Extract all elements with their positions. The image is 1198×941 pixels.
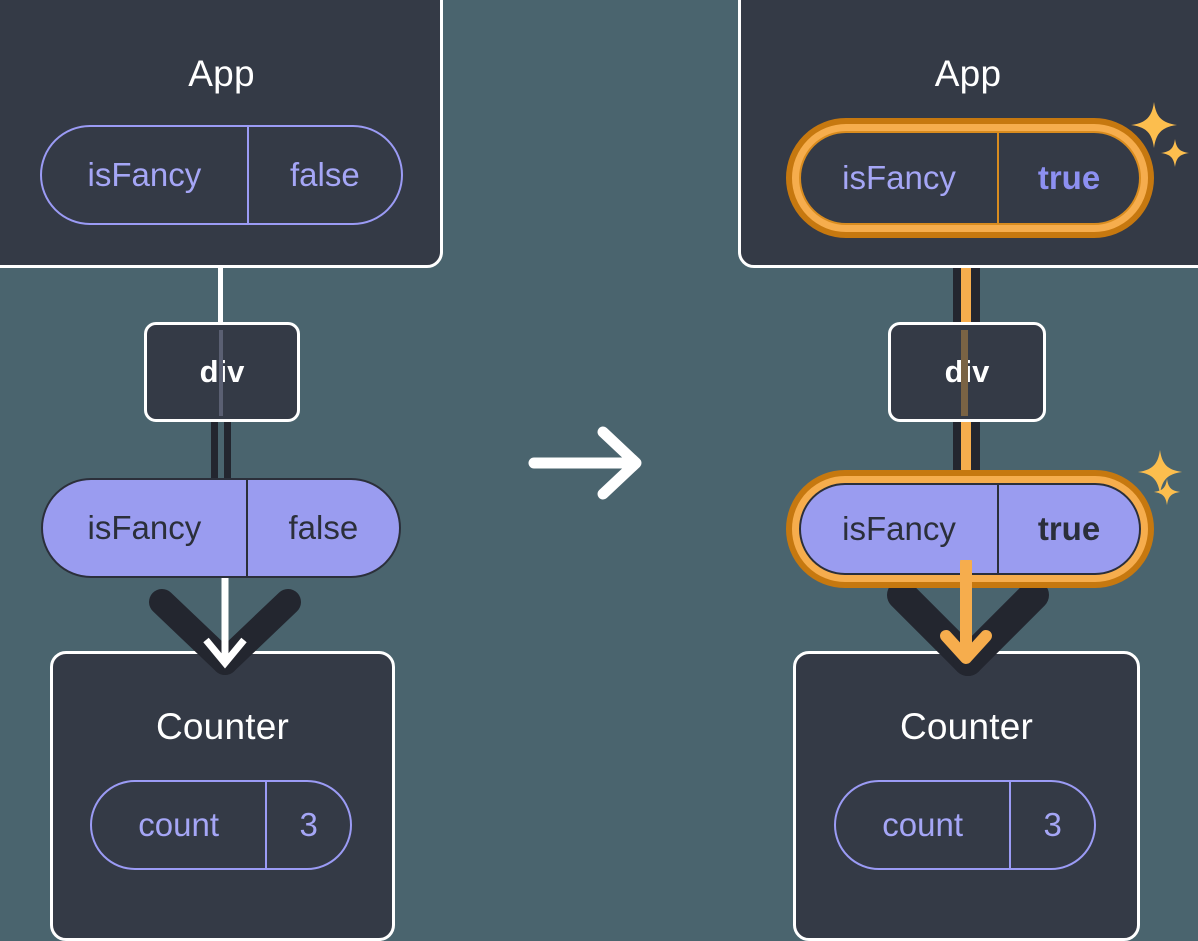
left-app-title: App — [188, 53, 255, 94]
left-counter-title: Counter — [155, 706, 290, 747]
left-counter-state-name: count — [138, 806, 220, 843]
right-connector-app-to-div-orange — [961, 228, 971, 328]
sparkle-large-prop-icon — [1137, 449, 1183, 495]
left-connector-div-to-pill-right — [224, 420, 231, 482]
right-app-title: App — [934, 53, 1002, 94]
right-counter-state-name: count — [882, 806, 964, 843]
right-app-prop-value: true — [997, 133, 1139, 223]
right-connector-div-to-pill-orange — [961, 418, 971, 486]
right-prop-pill-name: isFancy — [842, 510, 956, 547]
left-connector-app-to-div — [218, 262, 223, 324]
right-connector-div-to-pill-dark-right — [970, 418, 980, 486]
right-orange-arrow — [940, 560, 992, 664]
sparkle-large-app-icon — [1131, 102, 1177, 148]
left-app-prop-pill: isFancy false — [40, 125, 403, 225]
left-app-prop-name: isFancy — [87, 156, 202, 193]
right-connector-div-to-pill-dark-left — [953, 418, 963, 486]
right-counter-state-value: 3 — [1009, 782, 1094, 868]
right-app-prop-name: isFancy — [842, 159, 956, 196]
right-connector-through-div — [961, 330, 968, 416]
right-connector-app-to-div-dark-right — [970, 228, 980, 328]
left-white-arrow — [203, 568, 247, 669]
right-app-prop-pill: isFancy true — [799, 131, 1141, 225]
left-connector-div-to-pill-left — [211, 420, 218, 482]
right-counter-state-pill: count 3 — [834, 780, 1096, 870]
sparkle-small-app-icon — [1161, 139, 1189, 167]
left-prop-pill: isFancy false — [41, 478, 401, 578]
right-counter-title: Counter — [899, 706, 1034, 747]
right-prop-pill-value: true — [997, 485, 1139, 573]
right-app-prop-pill-highlight: isFancy true — [786, 118, 1154, 238]
left-counter-state-pill: count 3 — [90, 780, 352, 870]
left-app-prop-value: false — [246, 127, 401, 223]
left-prop-pill-name: isFancy — [87, 509, 202, 546]
transition-arrow-icon — [528, 426, 642, 500]
sparkle-small-prop-icon — [1153, 478, 1181, 506]
left-connector-through-div — [219, 330, 223, 416]
left-prop-pill-value: false — [245, 480, 399, 576]
right-connector-app-to-div-dark-left — [953, 228, 963, 328]
left-counter-state-value: 3 — [265, 782, 350, 868]
